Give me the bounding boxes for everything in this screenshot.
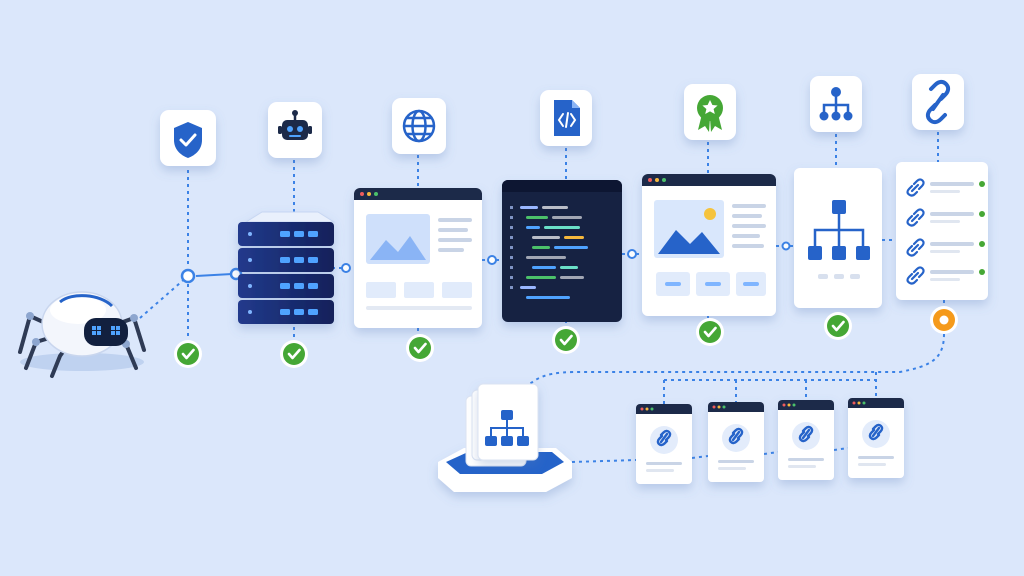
webpage-with-image [642,174,776,316]
check-icon [696,318,724,346]
sitemap-feed-line [521,333,945,393]
org-chart [794,168,882,308]
check-icon [406,334,434,362]
code-file-icon [540,90,592,146]
chain-link-icon [868,423,884,441]
link-list [896,162,988,300]
linked-page-card [848,398,904,478]
check-icon [552,326,580,354]
crawler-connector [139,275,189,319]
code-editor [502,180,622,322]
chain-link-icon [728,427,744,445]
chain-link-icon [798,425,814,443]
stage-badges [160,74,964,166]
linked-pages [636,398,904,484]
shield-check-icon [160,110,216,166]
pending-status-icon [930,306,958,334]
linked-page-card [636,404,692,484]
chain-link-icon [912,74,964,130]
spider-robot-icon [18,291,146,378]
sitemap-stack-icon [438,383,572,492]
link-list-rows [906,178,985,285]
linked-page-card [708,402,764,482]
webpage-wireframe [354,188,482,328]
check-icon [174,340,202,368]
chain-link-icon [656,429,672,447]
status-indicators [174,306,958,368]
connector-lines [139,132,945,463]
server-stack [238,211,336,324]
check-icon [280,340,308,368]
robot-icon [268,102,322,158]
linked-page-card [778,400,834,480]
check-icon [824,312,852,340]
globe-icon [392,98,446,154]
hierarchy-icon [810,76,862,132]
award-ribbon-icon [684,84,736,140]
